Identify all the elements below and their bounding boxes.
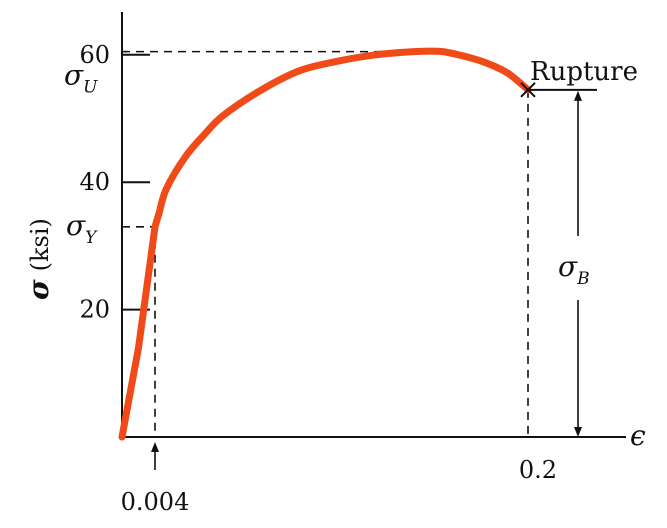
x-tick-label-0004: 0.004: [121, 488, 190, 516]
yield-stress-label: σY: [66, 209, 98, 248]
y-axis-label: σ(ksi): [22, 218, 55, 300]
y-tick-40: 40: [79, 168, 150, 196]
stress-strain-curve: [118, 47, 532, 441]
breaking-stress-label: σB: [558, 250, 590, 289]
y-tick-label-40: 40: [79, 168, 110, 196]
y-tick-label-60: 60: [79, 41, 110, 69]
y-tick-label-20: 20: [79, 296, 110, 324]
x-tick-label-02: 0.2: [519, 456, 557, 484]
y-tick-60: 60: [79, 41, 150, 69]
y-tick-20: 20: [79, 296, 150, 324]
x-axis-label: ϵ: [630, 419, 646, 452]
rupture-label: Rupture: [530, 57, 638, 87]
ultimate-stress-label: σU: [64, 59, 98, 98]
